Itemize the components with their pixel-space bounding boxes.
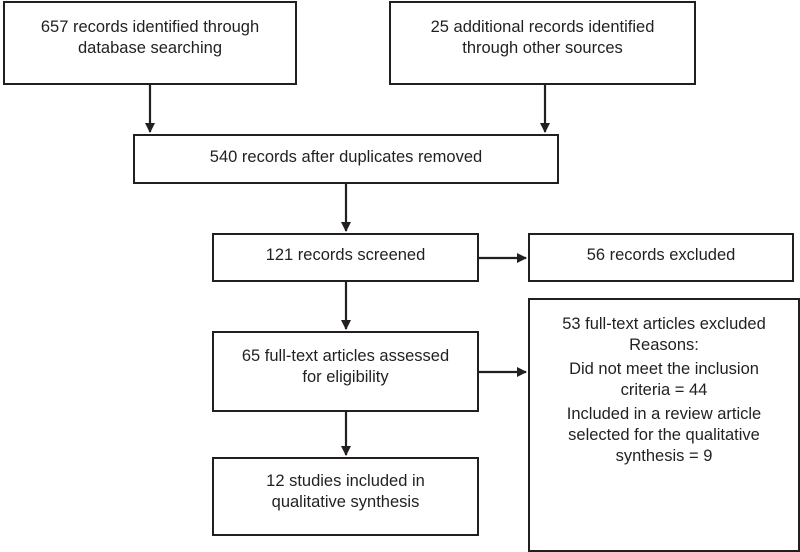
database-records-line-1: 657 records identified through (40, 18, 260, 36)
database-records-line-2: database searching (77, 39, 223, 57)
other-sources-line-1: 25 additional records identified (430, 18, 655, 36)
full-text-excluded-box: 53 full-text articles excluded Reasons: … (528, 298, 800, 552)
full-text-assessed-box: 65 full-text articles assessed for eligi… (212, 331, 479, 412)
records-screened-box: 121 records screened (212, 233, 479, 282)
studies-included-line-2: qualitative synthesis (271, 493, 420, 511)
after-duplicates-line-1: 540 records after duplicates removed (209, 148, 483, 166)
reason-2-line-3: synthesis = 9 (615, 447, 713, 465)
other-sources-box: 25 additional records identified through… (389, 1, 696, 85)
records-screened-line-1: 121 records screened (265, 246, 426, 264)
reason-2-line-2: selected for the qualitative (568, 426, 760, 444)
records-excluded-line-1: 56 records excluded (586, 246, 736, 264)
reason-2-line-1: Included in a review article (566, 405, 762, 423)
studies-included-box: 12 studies included in qualitative synth… (212, 457, 479, 536)
after-duplicates-box: 540 records after duplicates removed (133, 134, 559, 184)
reason-1-line-2: criteria = 44 (620, 381, 708, 399)
other-sources-line-2: through other sources (462, 39, 623, 57)
full-text-excluded-title: 53 full-text articles excluded (562, 315, 766, 333)
reasons-label: Reasons: (629, 336, 699, 354)
reason-1-line-1: Did not meet the inclusion (569, 360, 759, 378)
full-text-assessed-line-1: 65 full-text articles assessed (241, 347, 450, 365)
records-excluded-box: 56 records excluded (528, 233, 794, 282)
studies-included-line-1: 12 studies included in (266, 472, 425, 490)
database-records-box: 657 records identified through database … (3, 1, 297, 85)
full-text-assessed-line-2: for eligibility (302, 368, 389, 386)
